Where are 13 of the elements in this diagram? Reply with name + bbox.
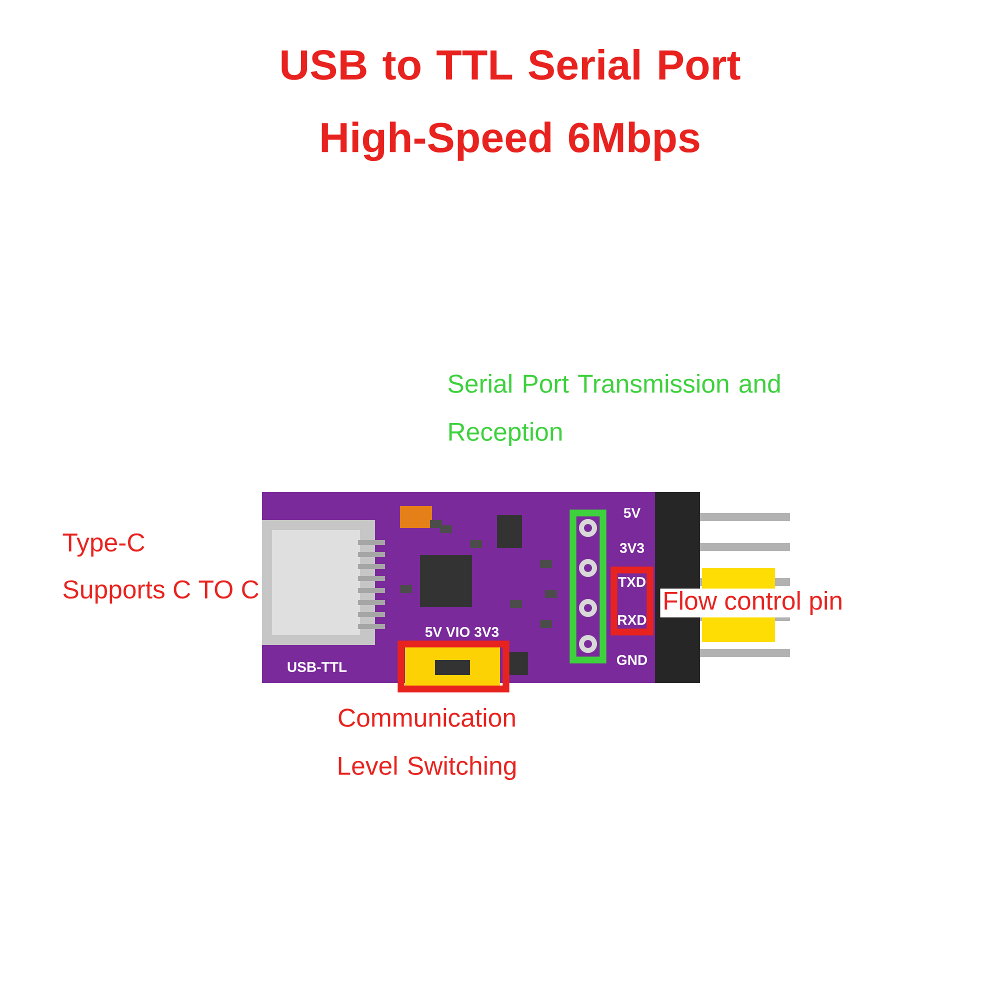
pin-label: 3V3 (620, 543, 644, 553)
annotation-text: Supports C TO C (63, 580, 258, 604)
annotation-text: Communication Level Switching (338, 708, 516, 780)
title: USB to TTL Serial Port High-Speed 6Mbps (282, 48, 740, 162)
pin-label: 5V (624, 508, 640, 518)
silkscreen-label: 5V VIO 3V3 (425, 627, 499, 637)
annotation-text: Flow control pin (660, 588, 846, 618)
silkscreen-label: USB-TTL (288, 662, 347, 672)
pin-label: GND (616, 655, 648, 665)
annotation-text: Type-C (62, 533, 144, 557)
annotation-text: Serial Port Transmission and Reception (448, 374, 780, 446)
pin-label: TXD (618, 577, 646, 587)
pin-label: RXD (618, 615, 646, 625)
